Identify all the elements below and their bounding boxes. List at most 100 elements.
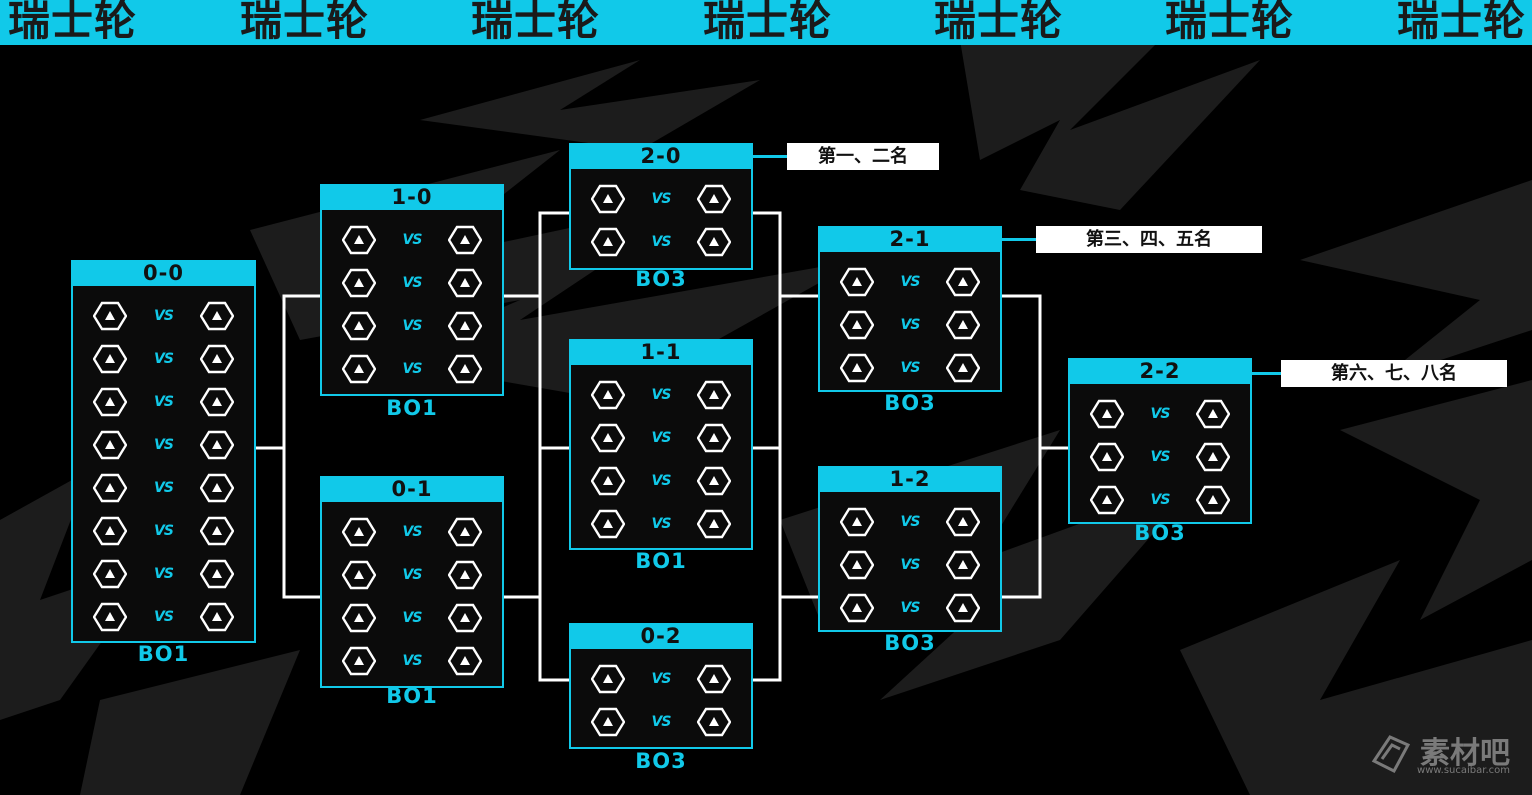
top-banner: 瑞士轮瑞士轮瑞士轮瑞士轮瑞士轮瑞士轮瑞士轮	[0, 0, 1532, 45]
vs-label: VS	[402, 653, 423, 669]
vs-label: VS	[402, 610, 423, 626]
hexagon-team-icon[interactable]	[341, 268, 377, 298]
hexagon-team-icon[interactable]	[341, 354, 377, 384]
hexagon-team-icon[interactable]	[945, 267, 981, 297]
hexagon-team-icon[interactable]	[447, 517, 483, 547]
vs-label: VS	[154, 308, 174, 324]
vs-label: VS	[402, 232, 423, 248]
hexagon-team-icon[interactable]	[199, 559, 235, 589]
vs-label: VS	[651, 473, 672, 489]
hexagon-team-icon[interactable]	[590, 227, 626, 257]
rank-connector-line	[753, 155, 788, 158]
watermark-text: 素材吧	[1420, 736, 1510, 771]
hexagon-team-icon[interactable]	[945, 550, 981, 580]
hexagon-team-icon[interactable]	[590, 466, 626, 496]
hexagon-team-icon[interactable]	[839, 593, 875, 623]
hexagon-team-icon[interactable]	[199, 344, 235, 374]
vs-label: VS	[154, 523, 174, 539]
hexagon-team-icon[interactable]	[92, 344, 128, 374]
match-row: VS	[322, 311, 502, 341]
hexagon-team-icon[interactable]	[92, 516, 128, 546]
hexagon-team-icon[interactable]	[590, 707, 626, 737]
match-format-label: BO1	[635, 549, 687, 573]
hexagon-team-icon[interactable]	[92, 430, 128, 460]
hexagon-team-icon[interactable]	[1195, 485, 1231, 515]
hexagon-team-icon[interactable]	[341, 646, 377, 676]
hexagon-team-icon[interactable]	[945, 593, 981, 623]
hexagon-team-icon[interactable]	[341, 311, 377, 341]
hexagon-team-icon[interactable]	[92, 387, 128, 417]
hexagon-team-icon[interactable]	[696, 380, 732, 410]
hexagon-team-icon[interactable]	[945, 507, 981, 537]
hexagon-team-icon[interactable]	[92, 559, 128, 589]
match-row: VS	[73, 387, 254, 417]
hexagon-team-icon[interactable]	[945, 353, 981, 383]
hexagon-team-icon[interactable]	[341, 603, 377, 633]
vs-label: VS	[154, 351, 174, 367]
hexagon-team-icon[interactable]	[839, 267, 875, 297]
hexagon-team-icon[interactable]	[696, 509, 732, 539]
connector-10	[504, 211, 570, 450]
match-format-label: BO3	[1134, 521, 1186, 545]
hexagon-team-icon[interactable]	[839, 507, 875, 537]
hexagon-team-icon[interactable]	[1089, 485, 1125, 515]
hexagon-team-icon[interactable]	[696, 227, 732, 257]
hexagon-team-icon[interactable]	[447, 560, 483, 590]
hexagon-team-icon[interactable]	[590, 380, 626, 410]
hexagon-team-icon[interactable]	[199, 516, 235, 546]
hexagon-team-icon[interactable]	[199, 473, 235, 503]
banner-word: 瑞士轮	[703, 0, 833, 45]
hexagon-team-icon[interactable]	[696, 423, 732, 453]
hexagon-team-icon[interactable]	[696, 707, 732, 737]
group-record-header: 0-2	[569, 623, 753, 649]
hexagon-team-icon[interactable]	[447, 354, 483, 384]
hexagon-team-icon[interactable]	[447, 603, 483, 633]
hexagon-team-icon[interactable]	[199, 430, 235, 460]
hexagon-team-icon[interactable]	[447, 646, 483, 676]
hexagon-team-icon[interactable]	[92, 301, 128, 331]
hexagon-team-icon[interactable]	[1195, 442, 1231, 472]
hexagon-team-icon[interactable]	[839, 353, 875, 383]
banner-word: 瑞士轮	[1397, 0, 1527, 45]
match-row: VS	[571, 423, 751, 453]
hexagon-team-icon[interactable]	[447, 225, 483, 255]
connector-20-11	[752, 211, 818, 450]
vs-label: VS	[402, 524, 423, 540]
hexagon-team-icon[interactable]	[199, 602, 235, 632]
hexagon-team-icon[interactable]	[590, 423, 626, 453]
banner-word: 瑞士轮	[8, 0, 138, 45]
hexagon-team-icon[interactable]	[92, 473, 128, 503]
hexagon-team-icon[interactable]	[1089, 399, 1125, 429]
vs-label: VS	[1150, 492, 1171, 508]
hexagon-team-icon[interactable]	[839, 310, 875, 340]
match-format-label: BO3	[884, 391, 936, 415]
match-row: VS	[73, 516, 254, 546]
hexagon-team-icon[interactable]	[696, 664, 732, 694]
hexagon-team-icon[interactable]	[839, 550, 875, 580]
hexagon-team-icon[interactable]	[199, 387, 235, 417]
match-row: VS	[571, 664, 751, 694]
hexagon-team-icon[interactable]	[341, 517, 377, 547]
hexagon-team-icon[interactable]	[1089, 442, 1125, 472]
hexagon-team-icon[interactable]	[696, 466, 732, 496]
hexagon-team-icon[interactable]	[447, 311, 483, 341]
hexagon-team-icon[interactable]	[590, 184, 626, 214]
hexagon-team-icon[interactable]	[1195, 399, 1231, 429]
hexagon-team-icon[interactable]	[92, 602, 128, 632]
hexagon-team-icon[interactable]	[945, 310, 981, 340]
match-row: VS	[322, 517, 502, 547]
hexagon-team-icon[interactable]	[696, 184, 732, 214]
hexagon-team-icon[interactable]	[590, 664, 626, 694]
hexagon-team-icon[interactable]	[447, 268, 483, 298]
hexagon-team-icon[interactable]	[341, 560, 377, 590]
match-row: VS	[820, 507, 1000, 537]
hexagon-team-icon[interactable]	[199, 301, 235, 331]
hexagon-team-icon[interactable]	[341, 225, 377, 255]
group-record-header: 1-1	[569, 339, 753, 365]
hexagon-team-icon[interactable]	[590, 509, 626, 539]
rank-connector-line	[1002, 238, 1037, 241]
